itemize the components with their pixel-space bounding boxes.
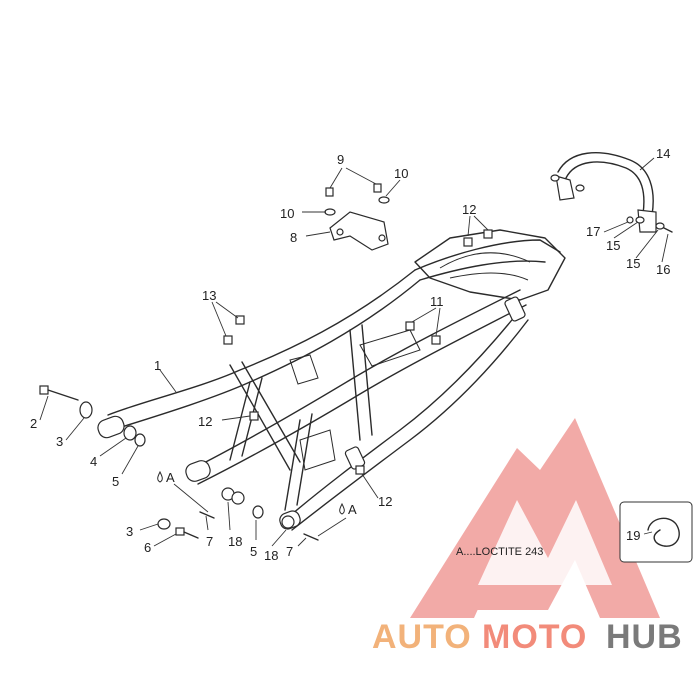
- watermark-logo-icon: [410, 418, 660, 618]
- spacer-4: [123, 425, 137, 441]
- loctite-markers: A A A....LOCTITE 243: [157, 470, 543, 558]
- bolt-6: [175, 527, 199, 539]
- screw-17: [626, 216, 634, 224]
- callout-12-right: 12: [378, 494, 392, 509]
- washer-15-a: [635, 216, 645, 224]
- leader-lines: [39, 157, 669, 547]
- bolt-9-right: [373, 183, 382, 193]
- callout-12-rear: 12: [462, 202, 476, 217]
- drop-icon: [157, 470, 163, 483]
- watermark-auto: AUTO: [372, 618, 472, 656]
- loctite-legend: A....LOCTITE 243: [456, 546, 543, 558]
- callout-12-mid: 12: [198, 414, 212, 429]
- clip-11-a: [405, 321, 415, 331]
- callout-7-left: 7: [206, 534, 213, 549]
- callout-18-left: 18: [228, 534, 242, 549]
- callout-11: 11: [430, 294, 444, 309]
- callout-4: 4: [90, 454, 97, 469]
- bolt-9-left: [325, 187, 334, 197]
- callout-6: 6: [144, 540, 151, 555]
- washer-15-b: [655, 222, 665, 230]
- clip-13-b: [223, 335, 233, 345]
- clip-12-rear-b: [483, 229, 493, 239]
- callout-13: 13: [202, 288, 216, 303]
- callout-3-upper: 3: [56, 434, 63, 449]
- clip-13-a: [235, 315, 245, 325]
- callout-14: 14: [656, 146, 670, 161]
- bolt-16: [663, 227, 673, 233]
- watermark-hub: HUB: [606, 618, 683, 656]
- callout-17: 17: [586, 224, 600, 239]
- callout-16: 16: [656, 262, 670, 277]
- bolt-7-right: [303, 533, 319, 541]
- callout-2: 2: [30, 416, 37, 431]
- callout-15-left: 15: [606, 238, 620, 253]
- clip-12-right: [355, 465, 365, 475]
- bushing-3-lower: [157, 518, 171, 530]
- watermark-moto: MOTO: [482, 618, 587, 656]
- grab-handle-14: [550, 152, 657, 233]
- callout-19: 19: [626, 528, 640, 543]
- drop-icon: [339, 502, 345, 515]
- callout-1: 1: [154, 358, 161, 373]
- callouts: 1 2 3 3 4 5 5 6 7 7 8 9 10 10 11 12 12 1…: [30, 146, 670, 563]
- callout-7-right: 7: [286, 544, 293, 559]
- clip-11-b: [431, 335, 441, 345]
- loctite-marker-right: A: [348, 502, 357, 517]
- bolt-7-left: [199, 511, 215, 519]
- clip-12-mid: [249, 411, 259, 421]
- watermark-text: AUTO MOTO HUB: [372, 618, 683, 656]
- bracket-8: [329, 211, 389, 251]
- bolt-2: [39, 385, 79, 401]
- callout-8: 8: [290, 230, 297, 245]
- loctite-marker-left: A: [166, 470, 175, 485]
- callout-15-right: 15: [626, 256, 640, 271]
- bushing-3-upper: [79, 401, 93, 419]
- callout-5-upper: 5: [112, 474, 119, 489]
- nut-5-upper: [134, 433, 146, 447]
- callout-9: 9: [337, 152, 344, 167]
- callout-3-lower: 3: [126, 524, 133, 539]
- nut-5-lower: [252, 505, 264, 519]
- callout-10-left: 10: [280, 206, 294, 221]
- callout-5-lower: 5: [250, 544, 257, 559]
- washer-18-right: [281, 515, 295, 529]
- hardware: [39, 152, 693, 563]
- washer-10-right: [378, 196, 390, 204]
- clip-12-rear-a: [463, 237, 473, 247]
- washer-10-left: [324, 208, 336, 216]
- callout-18-right: 18: [264, 548, 278, 563]
- strap-19-inset: [619, 501, 693, 563]
- callout-10-right: 10: [394, 166, 408, 181]
